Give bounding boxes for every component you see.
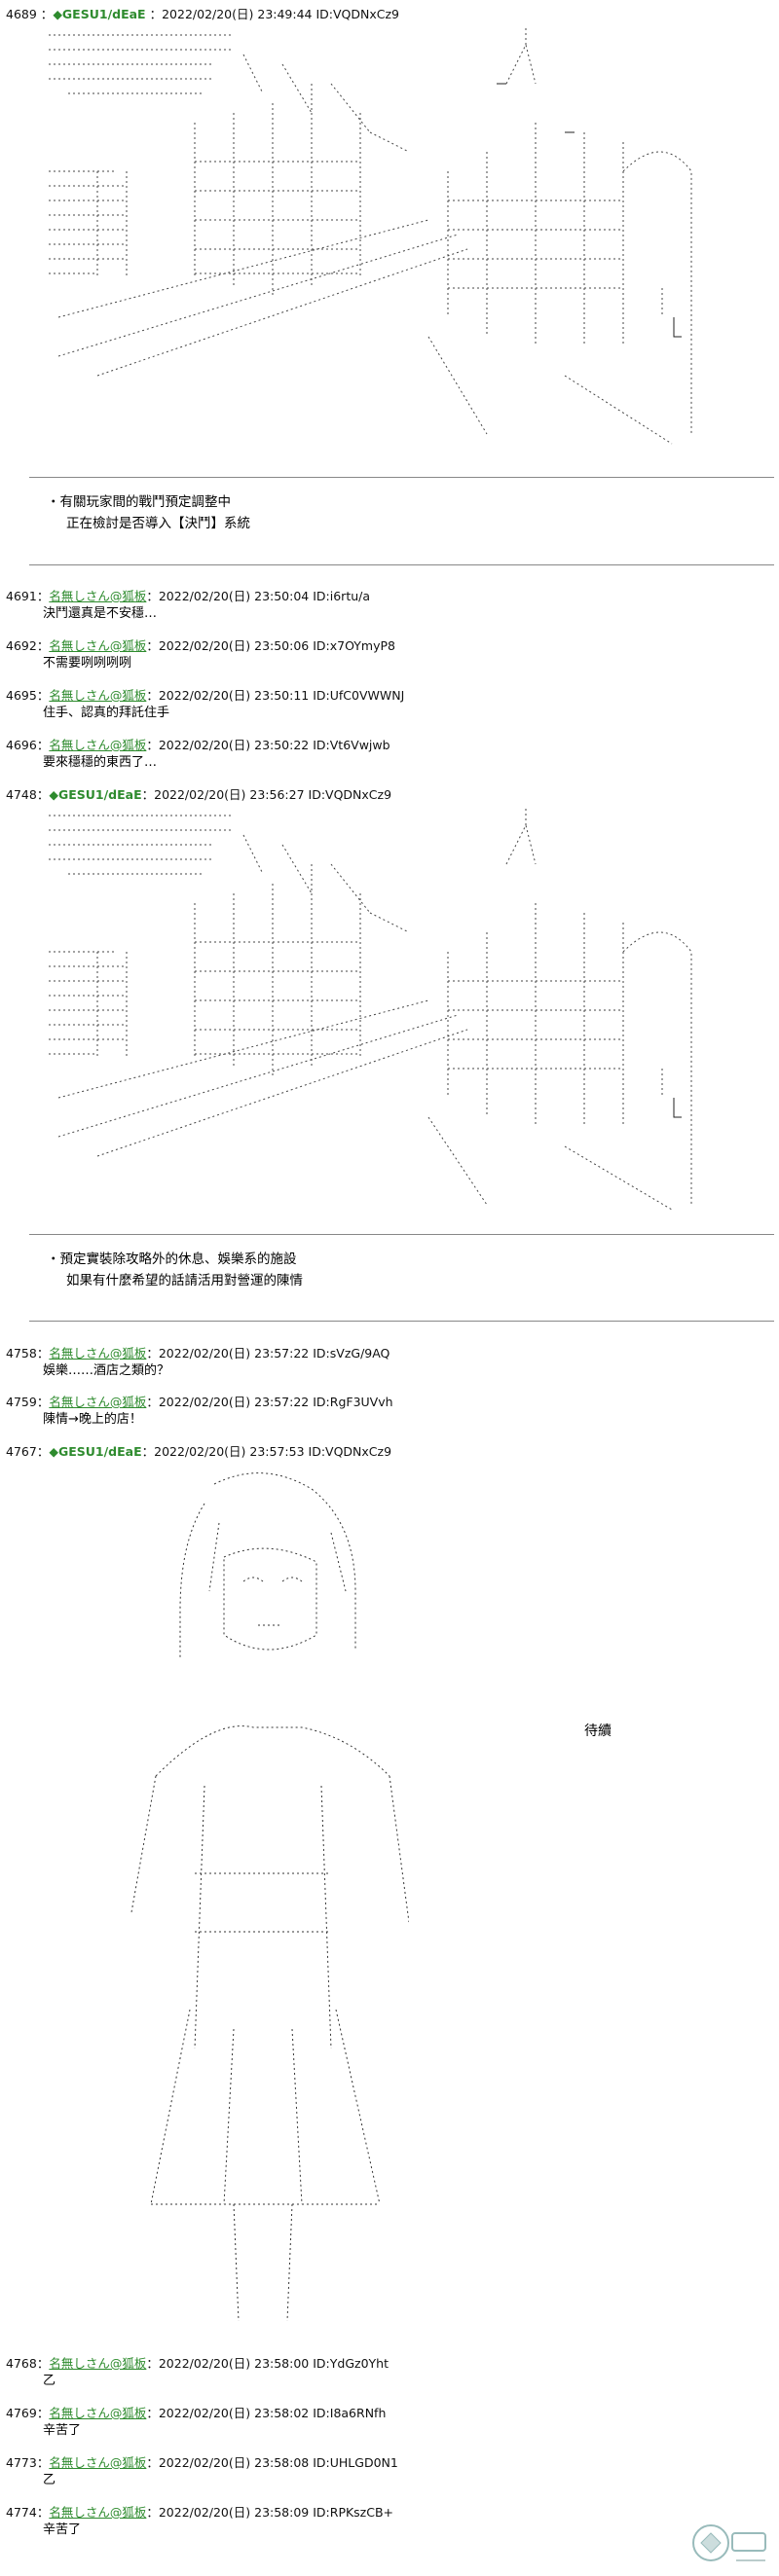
- divider: [29, 1321, 774, 1322]
- post-4692: 4692：名無しさん@狐板：2022/02/20(日) 23:50:06 ID:…: [6, 637, 773, 672]
- poster-name[interactable]: 名無しさん@狐板: [49, 1346, 147, 1361]
- post-header: 4696：名無しさん@狐板：2022/02/20(日) 23:50:22 ID:…: [6, 738, 390, 752]
- author-name[interactable]: ◆GESU1/dEaE: [49, 787, 142, 802]
- author-name[interactable]: ◆GESU1/dEaE: [49, 1444, 142, 1459]
- post-4748: 4748：◆GESU1/dEaE：2022/02/20(日) 23:56:27 …: [6, 786, 773, 804]
- post-header: 4748：◆GESU1/dEaE：2022/02/20(日) 23:56:27 …: [6, 787, 392, 802]
- continue-label: 待續: [584, 1723, 612, 1739]
- post-number: 4695: [6, 688, 37, 703]
- poster-name[interactable]: 名無しさん@狐板: [49, 688, 147, 703]
- post-4689: 4689 ：◆GESU1/dEaE ：2022/02/20(日) 23:49:4…: [6, 6, 773, 23]
- poster-name[interactable]: 名無しさん@狐板: [49, 1395, 147, 1409]
- poster-name[interactable]: 名無しさん@狐板: [49, 738, 147, 752]
- post-header: 4691：名無しさん@狐板：2022/02/20(日) 23:50:04 ID:…: [6, 589, 371, 603]
- system-note-1: ・有關玩家間的戰鬥預定調整中 正在檢討是否導入【決鬥】系統: [47, 491, 250, 534]
- post-header: 4689 ：◆GESU1/dEaE ：2022/02/20(日) 23:49:4…: [6, 7, 400, 21]
- post-header: 4695：名無しさん@狐板：2022/02/20(日) 23:50:11 ID:…: [6, 688, 405, 703]
- note-line: 正在檢討是否導入【決鬥】系統: [66, 516, 250, 531]
- post-meta: ：2022/02/20(日) 23:57:53 ID:VQDNxCz9: [141, 1444, 392, 1459]
- post-number: 4774: [6, 2505, 37, 2520]
- author-name[interactable]: ◆GESU1/dEaE: [53, 7, 146, 21]
- post-4758: 4758：名無しさん@狐板：2022/02/20(日) 23:57:22 ID:…: [6, 1345, 773, 1380]
- castle-town-illustration: [39, 806, 721, 1215]
- post-number: 4759: [6, 1395, 37, 1409]
- post-meta: ：2022/02/20(日) 23:50:06 ID:x7OYmyP8: [146, 638, 395, 653]
- post-meta: ：2022/02/20(日) 23:50:22 ID:Vt6Vwjwb: [146, 738, 390, 752]
- poster-name[interactable]: 名無しさん@狐板: [49, 2406, 147, 2420]
- post-meta: ：2022/02/20(日) 23:58:09 ID:RPKszCB+: [146, 2505, 394, 2520]
- poster-name[interactable]: 名無しさん@狐板: [49, 2505, 147, 2520]
- post-body: 住手、認真的拜託住手: [43, 706, 170, 720]
- poster-name[interactable]: 名無しさん@狐板: [49, 2356, 147, 2371]
- watermark-logo: [684, 2520, 771, 2570]
- castle-town-art: [49, 25, 692, 445]
- system-note-2: ・預定實裝除攻略外的休息、娛樂系的施設 如果有什麼希望的話請活用對營運的陳情: [47, 1249, 303, 1291]
- castle-town-illustration: [39, 25, 721, 454]
- post-body: 陳情→晚上的店！: [43, 1412, 142, 1427]
- post-body: 辛苦了: [43, 2423, 82, 2438]
- divider: [29, 1234, 774, 1235]
- poster-name[interactable]: 名無しさん@狐板: [49, 589, 147, 603]
- post-number: 4768: [6, 2356, 37, 2371]
- note-line: ・有關玩家間的戰鬥預定調整中: [47, 494, 231, 510]
- post-4759: 4759：名無しさん@狐板：2022/02/20(日) 23:57:22 ID:…: [6, 1394, 773, 1429]
- post-body: 乙: [43, 2374, 56, 2388]
- post-meta: ：2022/02/20(日) 23:57:22 ID:RgF3UVvh: [146, 1395, 393, 1409]
- post-4768: 4768：名無しさん@狐板：2022/02/20(日) 23:58:00 ID:…: [6, 2355, 773, 2390]
- post-number: 4767: [6, 1444, 37, 1459]
- post-meta: ：2022/02/20(日) 23:56:27 ID:VQDNxCz9: [141, 787, 392, 802]
- post-number: 4692: [6, 638, 37, 653]
- character-illustration: [97, 1465, 409, 2340]
- note-line: ・預定實裝除攻略外的休息、娛樂系的施設: [47, 1252, 297, 1267]
- note-line: 如果有什麼希望的話請活用對營運的陳情: [66, 1273, 303, 1288]
- post-number: 4758: [6, 1346, 37, 1361]
- castle-town-art: [49, 806, 692, 1211]
- post-body: 辛苦了: [43, 2522, 82, 2537]
- poster-name[interactable]: 名無しさん@狐板: [49, 2455, 147, 2470]
- post-number: 4748: [6, 787, 37, 802]
- post-header: 4774：名無しさん@狐板：2022/02/20(日) 23:58:09 ID:…: [6, 2505, 394, 2520]
- post-4695: 4695：名無しさん@狐板：2022/02/20(日) 23:50:11 ID:…: [6, 687, 773, 722]
- post-4773: 4773：名無しさん@狐板：2022/02/20(日) 23:58:08 ID:…: [6, 2454, 773, 2489]
- post-body: 乙: [43, 2473, 56, 2487]
- post-meta: ：2022/02/20(日) 23:49:44 ID:VQDNxCz9: [149, 7, 400, 21]
- post-number: 4691: [6, 589, 37, 603]
- post-header: 4759：名無しさん@狐板：2022/02/20(日) 23:57:22 ID:…: [6, 1395, 393, 1409]
- post-meta: ：2022/02/20(日) 23:57:22 ID:sVzG/9AQ: [146, 1346, 390, 1361]
- watermark-icon: [692, 2524, 766, 2561]
- post-meta: ：2022/02/20(日) 23:58:02 ID:I8a6RNfh: [146, 2406, 387, 2420]
- post-header: 4773：名無しさん@狐板：2022/02/20(日) 23:58:08 ID:…: [6, 2455, 398, 2470]
- post-body: 娛樂……酒店之類的？: [43, 1363, 170, 1378]
- post-body: 要來穩穩的東西了…: [43, 755, 158, 770]
- post-body: 不需要咧咧咧咧: [43, 656, 132, 671]
- character-art: [130, 1472, 409, 2322]
- post-4691: 4691：名無しさん@狐板：2022/02/20(日) 23:50:04 ID:…: [6, 588, 773, 623]
- post-number: 4689: [6, 7, 37, 21]
- post-header: 4769：名無しさん@狐板：2022/02/20(日) 23:58:02 ID:…: [6, 2406, 387, 2420]
- post-4769: 4769：名無しさん@狐板：2022/02/20(日) 23:58:02 ID:…: [6, 2405, 773, 2440]
- post-number: 4769: [6, 2406, 37, 2420]
- post-body: 決鬥還真是不安穩…: [43, 606, 158, 621]
- post-meta: ：2022/02/20(日) 23:58:08 ID:UHLGD0N1: [146, 2455, 398, 2470]
- post-meta: ：2022/02/20(日) 23:50:04 ID:i6rtu/a: [146, 589, 371, 603]
- post-meta: ：2022/02/20(日) 23:58:00 ID:YdGz0Yht: [146, 2356, 389, 2371]
- post-4767: 4767：◆GESU1/dEaE：2022/02/20(日) 23:57:53 …: [6, 1443, 773, 1461]
- divider: [29, 564, 774, 565]
- post-number: 4696: [6, 738, 37, 752]
- post-header: 4768：名無しさん@狐板：2022/02/20(日) 23:58:00 ID:…: [6, 2356, 389, 2371]
- poster-name[interactable]: 名無しさん@狐板: [49, 638, 147, 653]
- post-header: 4692：名無しさん@狐板：2022/02/20(日) 23:50:06 ID:…: [6, 638, 395, 653]
- divider: [29, 477, 774, 478]
- post-header: 4767：◆GESU1/dEaE：2022/02/20(日) 23:57:53 …: [6, 1444, 392, 1459]
- post-number: 4773: [6, 2455, 37, 2470]
- post-4774: 4774：名無しさん@狐板：2022/02/20(日) 23:58:09 ID:…: [6, 2504, 773, 2539]
- post-header: 4758：名無しさん@狐板：2022/02/20(日) 23:57:22 ID:…: [6, 1346, 390, 1361]
- post-4696: 4696：名無しさん@狐板：2022/02/20(日) 23:50:22 ID:…: [6, 737, 773, 772]
- post-meta: ：2022/02/20(日) 23:50:11 ID:UfC0VWWNJ: [146, 688, 405, 703]
